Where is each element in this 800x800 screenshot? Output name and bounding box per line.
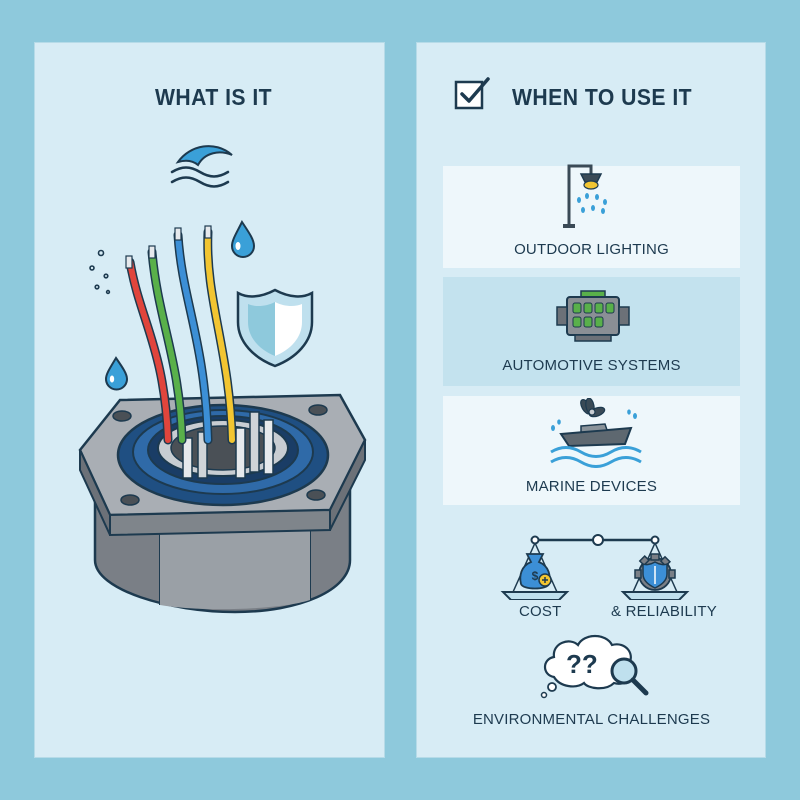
water-drop-icon (230, 220, 256, 258)
checkbox-check-icon (454, 77, 490, 110)
use-card-automotive-systems: AUTOMOTIVE SYSTEMS (443, 277, 740, 386)
use-card-marine-devices: MARINE DEVICES (443, 396, 740, 505)
use-label: AUTOMOTIVE SYSTEMS (502, 357, 681, 374)
waterproof-connector-illustration (78, 145, 367, 614)
shield-icon (236, 288, 314, 368)
street-lamp-icon (563, 164, 607, 228)
gear-shield-icon (634, 553, 676, 591)
connector-body (78, 393, 367, 614)
water-drop-icon (104, 356, 129, 391)
splash-dots (89, 249, 111, 295)
what-is-it-title: WHAT IS IT (155, 84, 273, 110)
svg-text:$: $ (532, 569, 539, 583)
balance-scale-icon: $ (500, 534, 690, 600)
wave-icon (170, 145, 233, 188)
reliability-label: & RELIABILITY (611, 603, 717, 620)
boat-icon (550, 398, 642, 468)
cost-label: COST (519, 603, 562, 620)
use-card-outdoor-lighting: OUTDOOR LIGHTING (443, 164, 740, 268)
use-label: MARINE DEVICES (525, 478, 658, 495)
svg-text:??: ?? (566, 649, 598, 679)
magnifier-icon (610, 657, 649, 696)
question-cloud-icon: ?? (540, 634, 649, 699)
colored-wires (125, 227, 237, 445)
connector-pins (182, 411, 274, 479)
money-bag-icon: $ (519, 553, 552, 590)
engine-icon (556, 290, 630, 342)
when-to-use-title: WHEN TO USE IT (512, 84, 693, 110)
use-label: OUTDOOR LIGHTING (514, 241, 669, 258)
wire-tips (125, 225, 212, 269)
environmental-challenges-label: ENVIRONMENTAL CHALLENGES (472, 711, 711, 728)
